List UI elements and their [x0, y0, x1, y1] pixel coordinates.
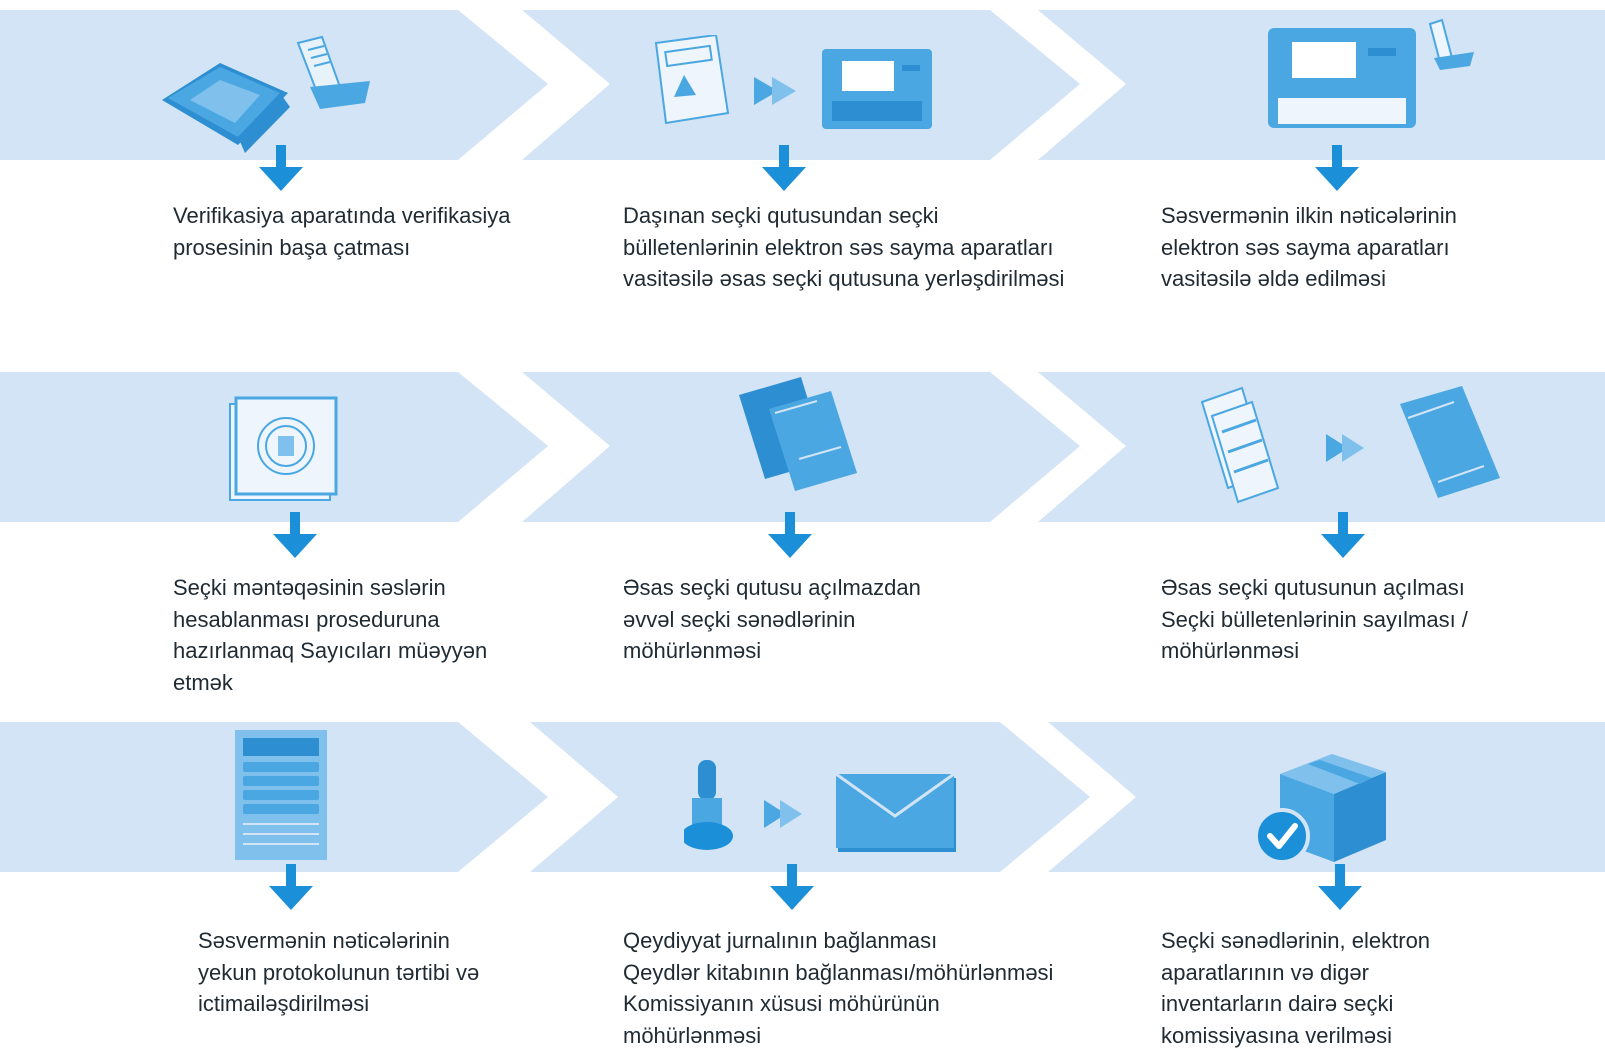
- down-arrow-icon: [768, 512, 812, 558]
- caption-line: möhürlənməsi: [1161, 635, 1468, 667]
- box-check-icon: [1250, 754, 1390, 864]
- caption-line: etmək: [173, 667, 487, 699]
- caption-line: prosesinin başa çatması: [173, 232, 511, 264]
- caption-line: Qeydiyyat jurnalının bağlanması: [623, 925, 1053, 957]
- step-caption: Seçki məntəqəsinin səslərin hesablanması…: [173, 572, 487, 698]
- down-arrow-icon: [1315, 145, 1359, 191]
- down-arrow-icon: [1321, 512, 1365, 558]
- caption-line: ictimailəşdirilməsi: [198, 988, 479, 1020]
- caption-line: Seçki sənədlərinin, elektron: [1161, 925, 1430, 957]
- caption-line: Əsas seçki qutusu açılmazdan: [623, 572, 921, 604]
- caption-line: vasitəsilə əldə edilməsi: [1161, 263, 1457, 295]
- scanner-receipt-icon: [1264, 18, 1484, 133]
- caption-line: bülletenlərinin elektron səs sayma apara…: [623, 232, 1064, 264]
- caption-line: Daşınan seçki qutusundan seçki: [623, 200, 1064, 232]
- caption-line: yekun protokolunun tərtibi və: [198, 957, 479, 989]
- caption-line: elektron səs sayma aparatları: [1161, 232, 1457, 264]
- caption-line: möhürlənməsi: [623, 1020, 1053, 1051]
- caption-line: aparatlarının və digər: [1161, 957, 1430, 989]
- caption-line: Səsvermənin nəticələrinin: [198, 925, 479, 957]
- stamp-to-envelope-icon: [684, 758, 960, 858]
- caption-line: Verifikasiya aparatında verifikasiya: [173, 200, 511, 232]
- ballot-to-scanner-icon: [636, 35, 936, 145]
- protocol-form-icon: [235, 730, 327, 860]
- down-arrow-icon: [259, 145, 303, 191]
- caption-line: möhürlənməsi: [623, 635, 921, 667]
- step-caption: Seçki sənədlərinin, elektron aparatların…: [1161, 925, 1430, 1051]
- caption-line: Seçki bülletenlərinin sayılması /: [1161, 604, 1468, 636]
- down-arrow-icon: [273, 512, 317, 558]
- caption-line: Komissiyanın xüsusi möhürünün: [623, 988, 1053, 1020]
- step-caption: Əsas seçki qutusunun açılması Seçki büll…: [1161, 572, 1468, 667]
- step-caption: Əsas seçki qutusu açılmazdan əvvəl seçki…: [623, 572, 921, 667]
- tablet-printer-icon: [150, 25, 380, 155]
- caption-line: komissiyasına verilməsi: [1161, 1020, 1430, 1051]
- step-caption: Səsvermənin nəticələrinin yekun protokol…: [198, 925, 479, 1020]
- down-arrow-icon: [770, 864, 814, 910]
- caption-line: hesablanması proseduruna: [173, 604, 487, 636]
- caption-line: Səsvermənin ilkin nəticələrinin: [1161, 200, 1457, 232]
- step-caption: Səsvermənin ilkin nəticələrinin elektron…: [1161, 200, 1457, 295]
- step-caption: Verifikasiya aparatında verifikasiya pro…: [173, 200, 511, 263]
- documents-icon: [735, 373, 875, 493]
- caption-line: hazırlanmaq Sayıcıları müəyyən: [173, 635, 487, 667]
- caption-line: əvvəl seçki sənədlərinin: [623, 604, 921, 636]
- step-caption: Qeydiyyat jurnalının bağlanması Qeydlər …: [623, 925, 1053, 1051]
- down-arrow-icon: [269, 864, 313, 910]
- caption-line: Seçki məntəqəsinin səslərin: [173, 572, 487, 604]
- down-arrow-icon: [762, 145, 806, 191]
- seal-document-icon: [228, 396, 340, 502]
- caption-line: inventarların dairə seçki: [1161, 988, 1430, 1020]
- caption-line: vasitəsilə əsas seçki qutusuna yerləşdir…: [623, 263, 1064, 295]
- caption-line: Əsas seçki qutusunun açılması: [1161, 572, 1468, 604]
- step-caption: Daşınan seçki qutusundan seçki bülletenl…: [623, 200, 1064, 295]
- down-arrow-icon: [1318, 864, 1362, 910]
- caption-line: Qeydlər kitabının bağlanması/möhürlənməs…: [623, 957, 1053, 989]
- ballots-to-folder-icon: [1198, 382, 1510, 512]
